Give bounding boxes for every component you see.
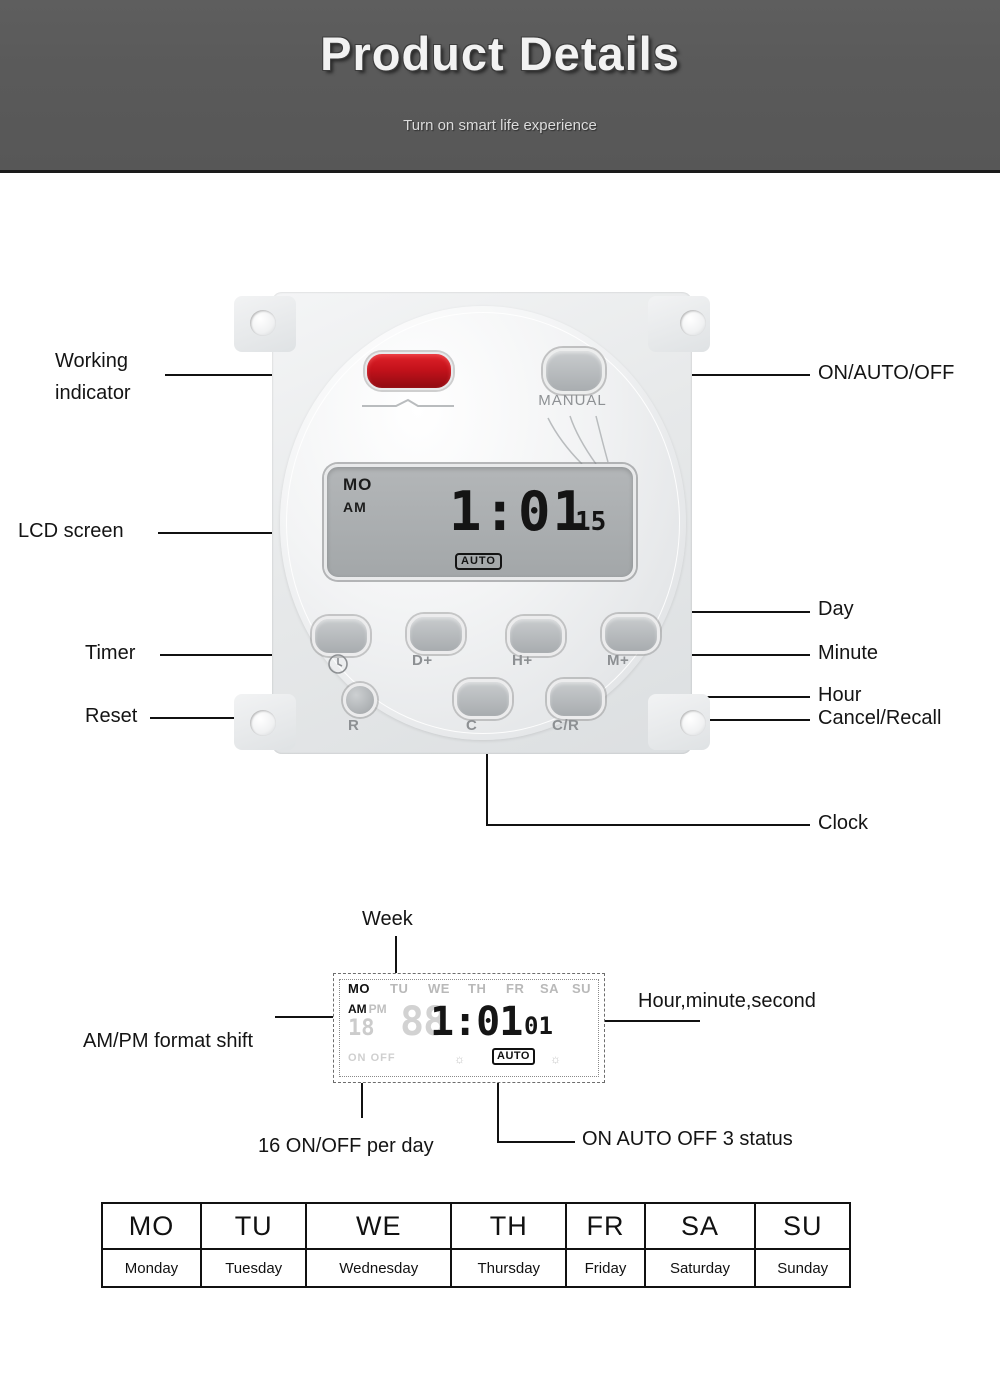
manual-arrow-icon [547,415,609,465]
callout-cancel-recall: Cancel/Recall [818,707,942,729]
callout-lcd-screen: LCD screen [18,520,124,542]
lcd-on-label: ON [348,1052,367,1064]
cell-full-tuesday: Tuesday [199,1248,308,1288]
reset-button-label: R [348,717,360,734]
weekday-legend-table: MO TU WE TH FR SA SU Monday Tuesday Wedn… [101,1202,851,1288]
lcd-day-su: SU [572,981,592,996]
day-button[interactable] [407,614,465,654]
lcd-diagram-section: Week AM/PM format shift Hour,minute,seco… [0,890,1000,1190]
lcd-auto-badge: AUTO [492,1048,535,1065]
callout-week: Week [362,908,413,930]
day-button-label: D+ [412,652,433,669]
reset-button[interactable] [343,683,377,717]
lcd-seconds: 15 [575,507,607,537]
page-title: Product Details [320,27,680,80]
hour-button[interactable] [507,616,565,656]
lcd-day-fr: FR [506,981,525,996]
cell-abbr-we: WE [305,1202,453,1250]
hour-button-label: H+ [512,652,533,669]
clock-button-label: C [466,717,478,734]
clock-button[interactable] [454,679,512,719]
lcd-ampm: AM [343,499,367,515]
timer-device: MANUAL MO AM 1:01 15 AUTO D+ H+ M+ R [234,292,712,762]
callout-hour-minute-second: Hour,minute,second [638,990,816,1012]
callout-day: Day [818,598,854,620]
callout-on-auto-off: ON/AUTO/OFF [818,362,955,384]
cell-full-monday: Monday [101,1248,202,1288]
manual-button[interactable] [543,348,605,394]
lcd-status-badge: AUTO [455,553,502,570]
lcd-sun-icon-left: ☼ [454,1052,465,1066]
cell-full-thursday: Thursday [450,1248,568,1288]
lcd-program-number: 18 [348,1016,375,1041]
lcd-day-tu: TU [390,981,409,996]
cell-abbr-th: TH [450,1202,568,1250]
lcd-pm-label: PM [368,1002,387,1016]
cancel-recall-button-label: C/R [552,717,580,734]
manual-button-label: MANUAL [538,392,607,409]
cell-abbr-mo: MO [101,1202,202,1250]
clock-icon [328,654,348,674]
screw-hole-top-right [680,310,706,336]
minute-button-label: M+ [607,652,630,669]
device-illustration-section: Working indicator LCD screen Timer Reset… [0,170,1000,890]
screw-hole-bottom-left [250,710,276,736]
working-indicator-led [365,352,453,390]
callout-16-on-off-per-day: 16 ON/OFF per day [258,1135,434,1157]
callout-timer: Timer [85,642,136,664]
lcd-day-th: TH [468,981,487,996]
screw-hole-bottom-right [680,710,706,736]
cell-full-saturday: Saturday [643,1248,757,1288]
callout-working-indicator-line2: indicator [55,382,131,404]
cell-full-wednesday: Wednesday [305,1248,453,1288]
callout-minute: Minute [818,642,879,664]
callout-working-indicator-line1: Working [55,350,128,372]
cancel-recall-button[interactable] [547,679,605,719]
cell-abbr-su: SU [754,1202,851,1250]
table-row-abbreviations: MO TU WE TH FR SA SU [101,1202,851,1250]
lcd-sun-icon-right: ☼ [550,1052,561,1066]
lcd-schematic-inner-border [339,979,599,1077]
page-subtitle: Turn on smart life experience [403,117,597,134]
callout-on-auto-off-status: ON AUTO OFF 3 status [582,1128,793,1150]
lcd-weekday: MO [343,475,373,494]
cell-abbr-fr: FR [565,1202,646,1250]
callout-ampm-format-shift: AM/PM format shift [83,1030,254,1052]
lcd-time: 1:01 [449,480,588,543]
led-symbol-icon [362,398,454,407]
lcd-diagram-time: 1:01 [430,999,523,1045]
callout-hour: Hour [818,684,862,706]
page-header: Product Details Turn on smart life exper… [0,0,1000,173]
lcd-on-off-indicator: ON OFF [348,1052,396,1064]
lcd-off-label: OFF [370,1052,396,1064]
cell-full-sunday: Sunday [754,1248,851,1288]
lcd-dim-digits: 88 [400,999,447,1045]
callout-reset: Reset [85,705,138,727]
callout-clock: Clock [818,812,869,834]
cell-full-friday: Friday [565,1248,646,1288]
device-lcd-screen: MO AM 1:01 15 AUTO [324,464,636,580]
lcd-day-we: WE [428,981,450,996]
table-row-full-names: Monday Tuesday Wednesday Thursday Friday… [101,1248,851,1288]
device-dial-ring [286,312,680,734]
lcd-day-mo: MO [348,981,370,996]
lcd-day-sa: SA [540,981,560,996]
timer-button[interactable] [312,616,370,656]
screw-hole-top-left [250,310,276,336]
lcd-am-label: AM [348,1002,367,1016]
cell-abbr-sa: SA [643,1202,757,1250]
minute-button[interactable] [602,614,660,654]
cell-abbr-tu: TU [199,1202,308,1250]
lcd-diagram-seconds: 01 [524,1012,553,1040]
